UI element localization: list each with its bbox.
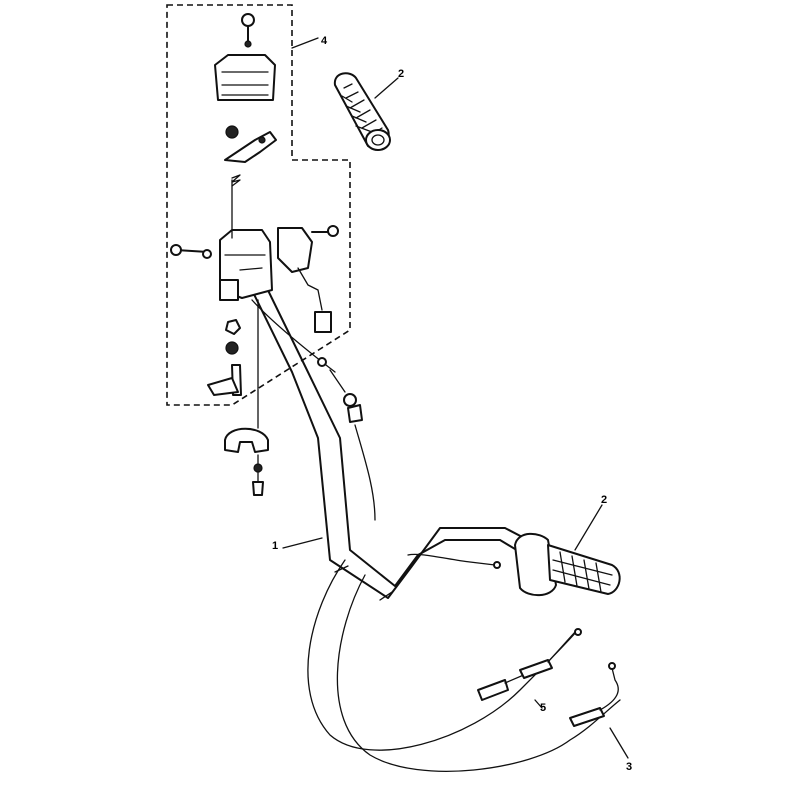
- switch-assembly-boundary: [166, 4, 351, 406]
- switch-assembly-parts: [170, 13, 339, 396]
- upper-grip: [333, 72, 391, 151]
- callout-handlebar: 1: [272, 540, 278, 552]
- cables: [251, 299, 621, 772]
- callout-lower-grip: 2: [601, 494, 607, 506]
- callout-cable-5: 5: [540, 702, 546, 714]
- callout-upper-grip: 2: [398, 68, 404, 80]
- lower-clamp: [224, 299, 269, 496]
- callout-switch-assembly: 4: [321, 35, 328, 47]
- lower-grip: [514, 532, 621, 597]
- leader-lines: [282, 37, 629, 759]
- callout-cable-3: 3: [626, 761, 632, 773]
- handlebar: [247, 277, 529, 601]
